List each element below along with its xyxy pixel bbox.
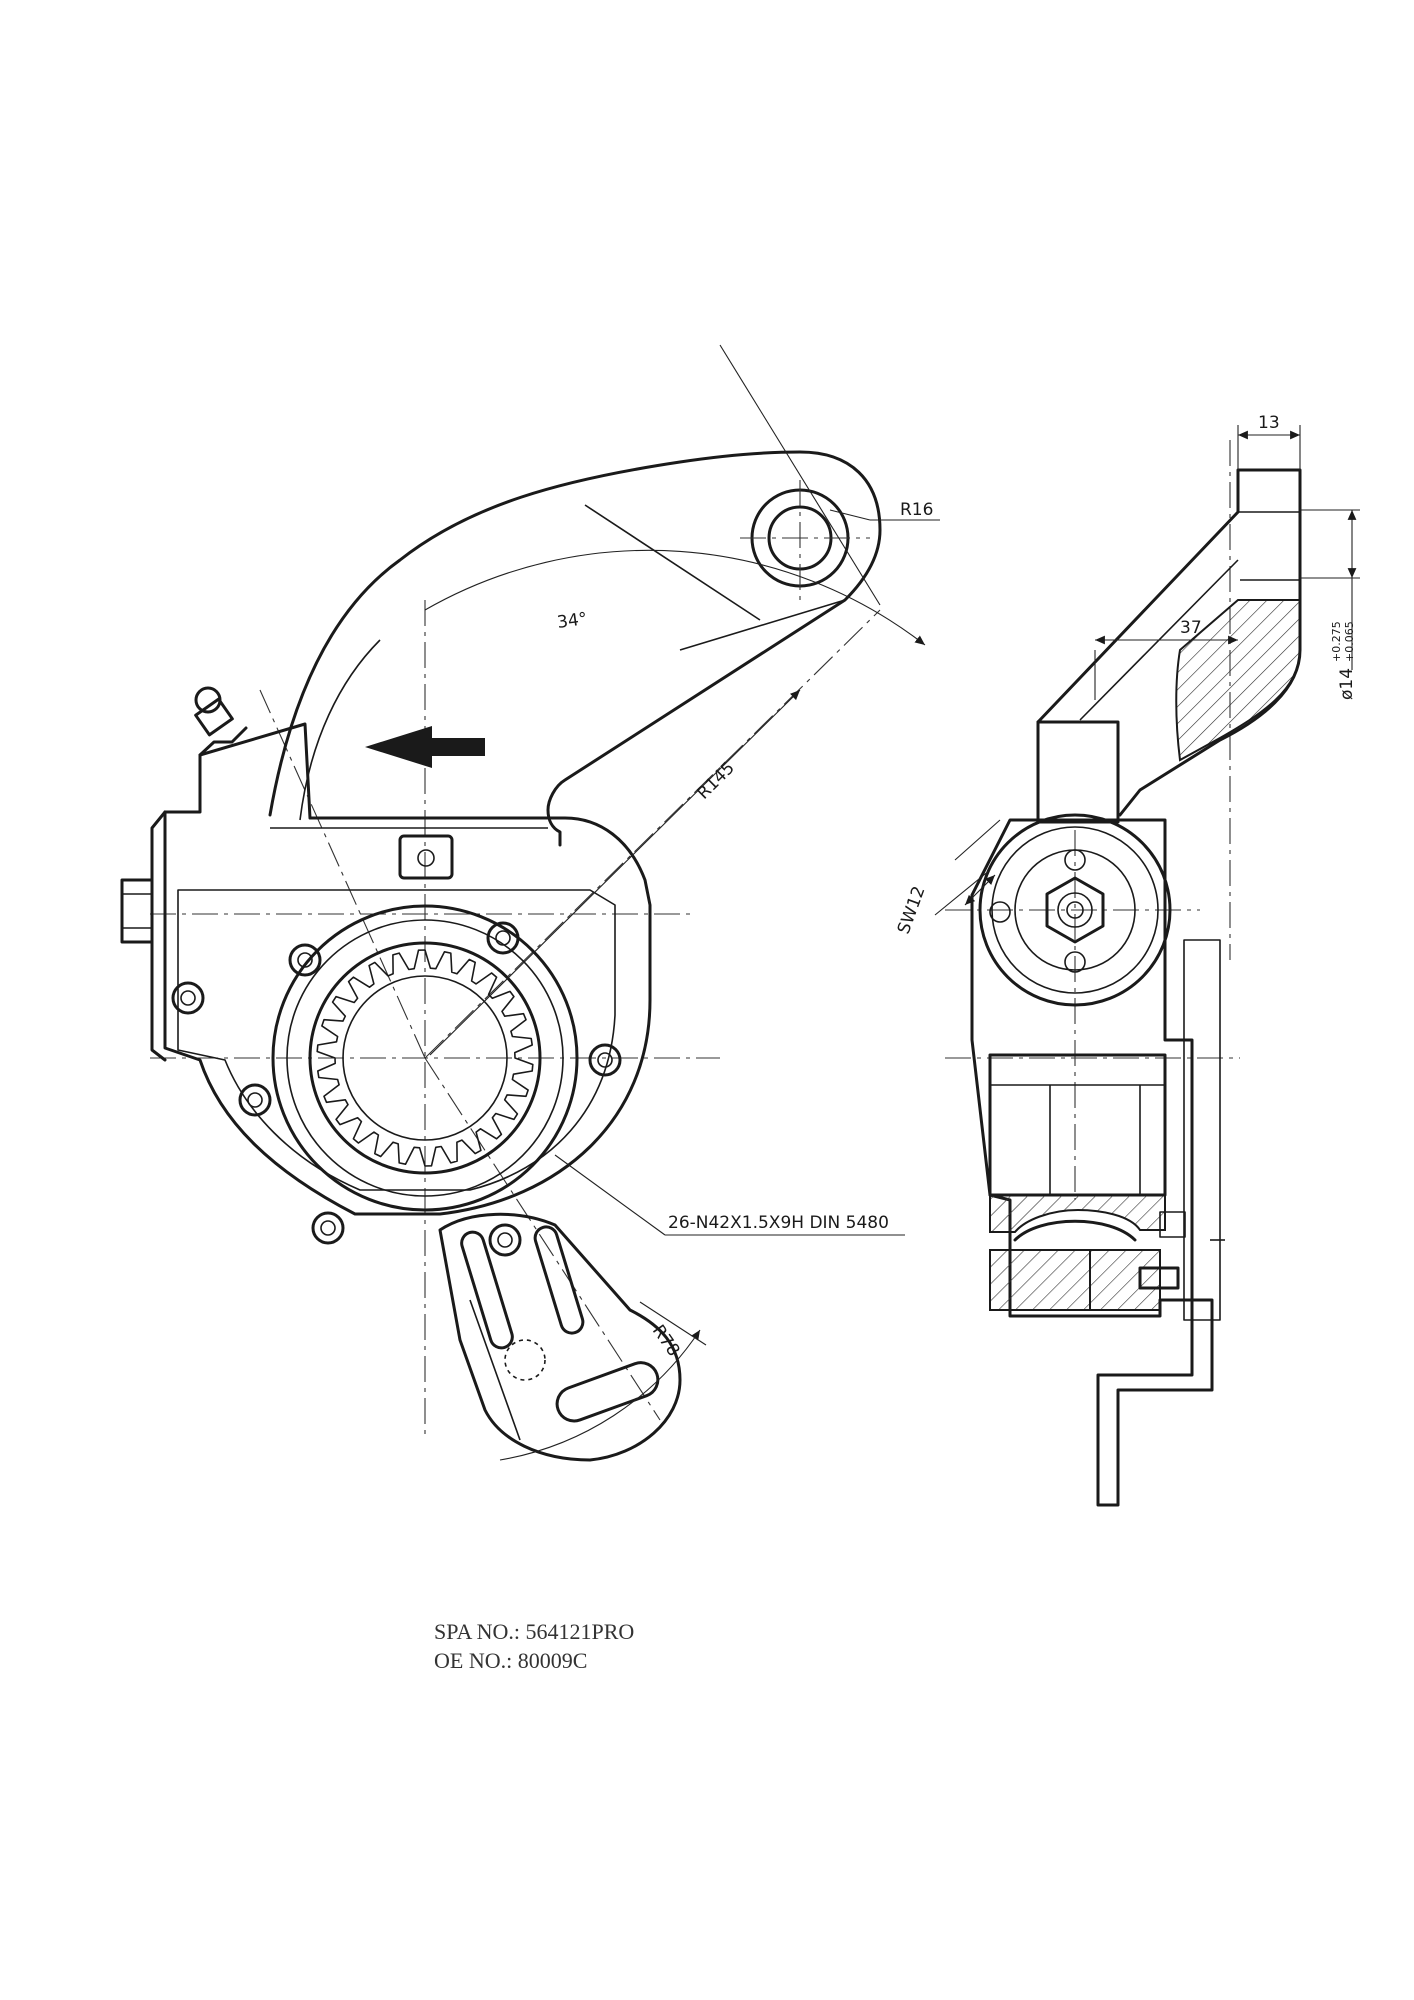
spline-leader xyxy=(554,1154,666,1236)
side-grease-fitting xyxy=(1138,1266,1180,1290)
lever-arm-inner xyxy=(299,639,381,821)
spline-teeth xyxy=(316,949,534,1167)
screw-head xyxy=(488,1223,522,1257)
lever-arm-edge-2 xyxy=(679,599,846,651)
dim-r16: R16 xyxy=(900,500,933,520)
side-lower-block xyxy=(988,1053,1167,1197)
front-centerline-arm xyxy=(259,689,426,1059)
screw-head xyxy=(288,943,322,977)
direction-arrow xyxy=(365,726,485,768)
angle-arc xyxy=(424,549,926,646)
side-housing xyxy=(970,818,1194,1318)
dim-spline: 26-N42X1.5X9H DIN 5480 xyxy=(668,1213,889,1233)
svg-text:ø14: ø14 xyxy=(1337,668,1357,700)
lever-arm-edge xyxy=(584,504,761,621)
dim-13: 13 xyxy=(1258,413,1280,433)
svg-text:+0.065: +0.065 xyxy=(1343,621,1356,662)
arm-end-slot xyxy=(555,1361,660,1423)
dim-sw12: SW12 xyxy=(894,884,930,937)
spline-ring xyxy=(308,941,542,1175)
housing-body xyxy=(163,722,652,1216)
slotted-arm xyxy=(438,1212,682,1462)
hex-nut xyxy=(1045,876,1105,944)
screw-socket xyxy=(495,930,511,946)
dim-r145: R145 xyxy=(693,758,738,803)
housing-panel xyxy=(177,889,616,1191)
side-hub-outer xyxy=(978,813,1172,1007)
housing-screws xyxy=(171,921,622,1257)
part-number-block: SPA NO.: 564121PRO OE NO.: 80009C xyxy=(434,1617,634,1675)
r78-arc xyxy=(499,1329,701,1461)
dim-bore: ø14 +0.275 +0.065 xyxy=(1330,621,1357,700)
spline-boss xyxy=(271,904,579,1212)
grease-nipple xyxy=(194,686,248,757)
dim-sw12-line xyxy=(954,819,1001,861)
r16-leader xyxy=(829,509,871,521)
spline-tooth-profile xyxy=(316,949,534,1167)
arm-slot-1 xyxy=(460,1230,514,1350)
screw-head xyxy=(588,1043,622,1077)
screw-socket xyxy=(297,952,313,968)
oe-number: OE NO.: 80009C xyxy=(434,1648,588,1673)
adjuster-plug xyxy=(120,878,154,944)
side-bracket xyxy=(1096,1298,1214,1507)
arm-slot-2 xyxy=(533,1225,585,1335)
screw-socket xyxy=(320,1220,336,1236)
dim-37: 37 xyxy=(1180,618,1202,638)
screw-head xyxy=(486,921,520,955)
side-upper-block xyxy=(1036,720,1120,824)
dim-34deg: 34° xyxy=(556,609,589,633)
screw-socket xyxy=(247,1092,263,1108)
spa-number: SPA NO.: 564121PRO xyxy=(434,1619,635,1644)
screw-socket xyxy=(597,1052,613,1068)
top-bolt-slot xyxy=(398,834,454,880)
screw-head xyxy=(311,1211,345,1245)
side-view: 13 37 SW12 ø14 +0.275 +0.065 xyxy=(894,413,1360,1507)
screw-socket xyxy=(180,990,196,1006)
side-section-hatch xyxy=(989,1194,1166,1233)
housing-side-lip xyxy=(150,810,167,1062)
side-arm xyxy=(1036,468,1302,817)
svg-text:+0.275: +0.275 xyxy=(1330,621,1343,662)
front-centerline-diag xyxy=(424,609,881,1059)
front-view: R16 34° R145 26-N42X1.5X9H DIN 5480 R78 xyxy=(120,344,940,1462)
screw-socket xyxy=(497,1232,513,1248)
r145-leader xyxy=(429,689,801,1056)
front-centerline-slot xyxy=(424,1057,661,1421)
lever-arm xyxy=(268,450,882,847)
screw-head xyxy=(171,981,205,1015)
screw-head xyxy=(238,1083,272,1117)
